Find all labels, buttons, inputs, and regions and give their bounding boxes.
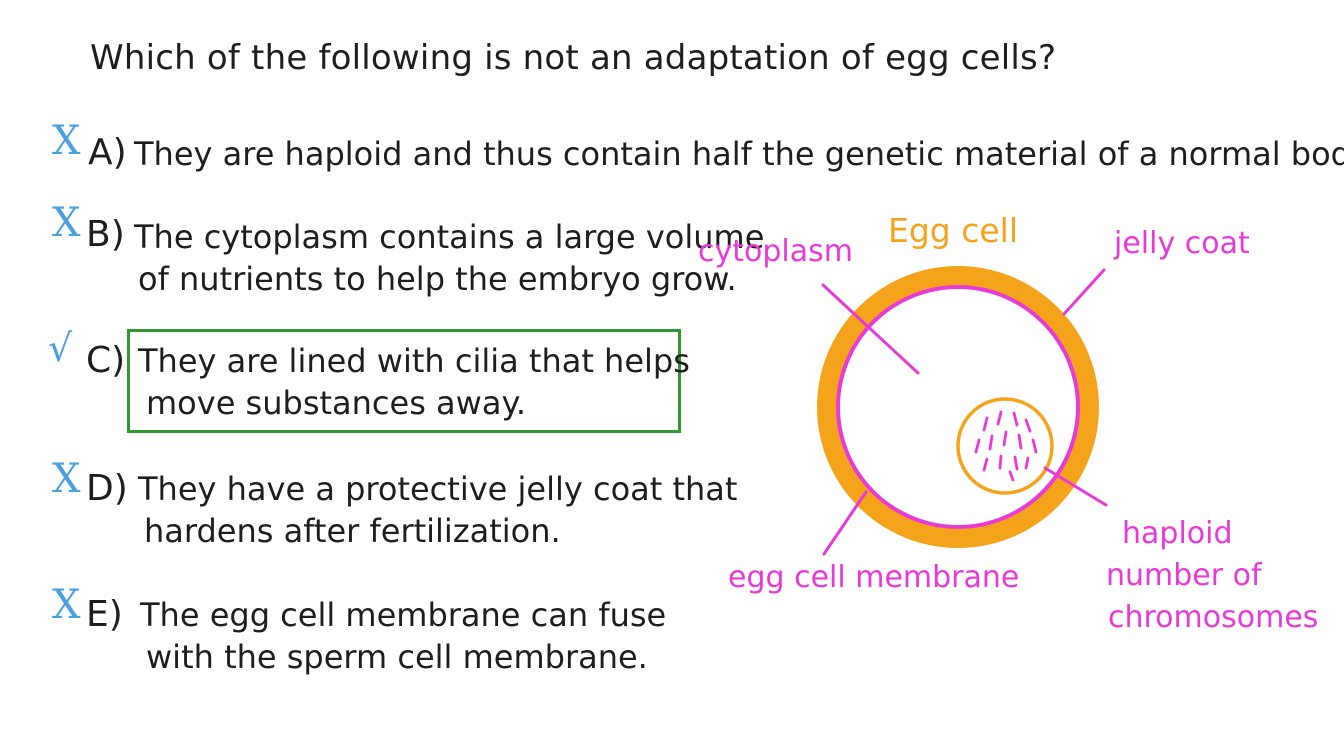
chromosome: [1024, 418, 1032, 433]
chromosome: [1012, 411, 1019, 427]
answer-highlight-box: [127, 329, 681, 433]
chromosome: [996, 410, 1003, 426]
option-c-text: They are lined with cilia that helps mov…: [138, 340, 690, 424]
option-a-letter: A): [88, 132, 127, 173]
nucleus-label-line-3: chromosomes: [1108, 600, 1319, 635]
diagram-title: Egg cell: [888, 211, 1019, 250]
jelly-coat-ring: [817, 266, 1099, 548]
option-c-line-2: move substances away.: [146, 384, 526, 422]
jelly-coat-leader-line: [1062, 268, 1106, 316]
option-a-text: They are haploid and thus contain half t…: [134, 133, 1344, 175]
membrane-leader-line: [822, 490, 868, 556]
nucleus-label: haploid number of chromosomes: [1106, 513, 1318, 639]
option-d-letter: D): [86, 468, 128, 509]
chromosome: [982, 457, 989, 472]
wrong-mark-icon: X: [52, 200, 81, 246]
option-b-text: The cytoplasm contains a large volume of…: [134, 216, 764, 300]
option-e-letter: E): [86, 594, 123, 635]
option-c-letter: C): [86, 340, 126, 381]
option-b-letter: B): [86, 214, 125, 255]
option-e-text: The egg cell membrane can fuse with the …: [140, 594, 666, 678]
egg-cell-membrane: [836, 285, 1080, 529]
option-b-line-2: of nutrients to help the embryo grow.: [138, 260, 737, 298]
option-b-line-1: The cytoplasm contains a large volume: [134, 218, 765, 256]
option-e-line-1: The egg cell membrane can fuse: [140, 596, 667, 634]
nucleus-leader-line: [1043, 466, 1108, 507]
nucleus-ring: [956, 397, 1054, 495]
chromosome: [1017, 433, 1023, 450]
nucleus-label-line-2: number of: [1106, 558, 1262, 593]
membrane-label: egg cell membrane: [728, 560, 1020, 595]
chromosome: [1031, 438, 1038, 454]
question-text: Which of the following is not an adaptat…: [90, 38, 1057, 78]
chromosome: [1008, 470, 1015, 482]
chromosomes: [974, 410, 1038, 482]
jelly-coat-label: jelly coat: [1114, 226, 1250, 261]
option-a-line-1: They are haploid and thus contain half t…: [134, 135, 1344, 173]
correct-check-icon: √: [48, 326, 73, 370]
cytoplasm-leader-line: [821, 283, 920, 375]
option-e-line-2: with the sperm cell membrane.: [146, 638, 648, 676]
wrong-mark-icon: X: [52, 118, 81, 164]
chromosome: [982, 416, 989, 432]
wrong-mark-icon: X: [52, 582, 81, 628]
chromosome: [988, 434, 994, 451]
option-d-text: They have a protective jelly coat that h…: [138, 468, 737, 552]
wrong-mark-icon: X: [52, 456, 81, 502]
chromosome: [998, 454, 1003, 470]
option-d-line-2: hardens after fertilization.: [144, 512, 561, 550]
cytoplasm-label: cytoplasm: [698, 234, 853, 269]
chromosome: [1013, 455, 1019, 471]
option-c-line-1: They are lined with cilia that helps: [138, 342, 690, 380]
chromosome: [1024, 456, 1030, 470]
chromosome: [1002, 430, 1008, 447]
option-d-line-1: They have a protective jelly coat that: [138, 470, 738, 508]
chromosome: [974, 438, 981, 454]
nucleus-label-line-1: haploid: [1122, 516, 1233, 551]
